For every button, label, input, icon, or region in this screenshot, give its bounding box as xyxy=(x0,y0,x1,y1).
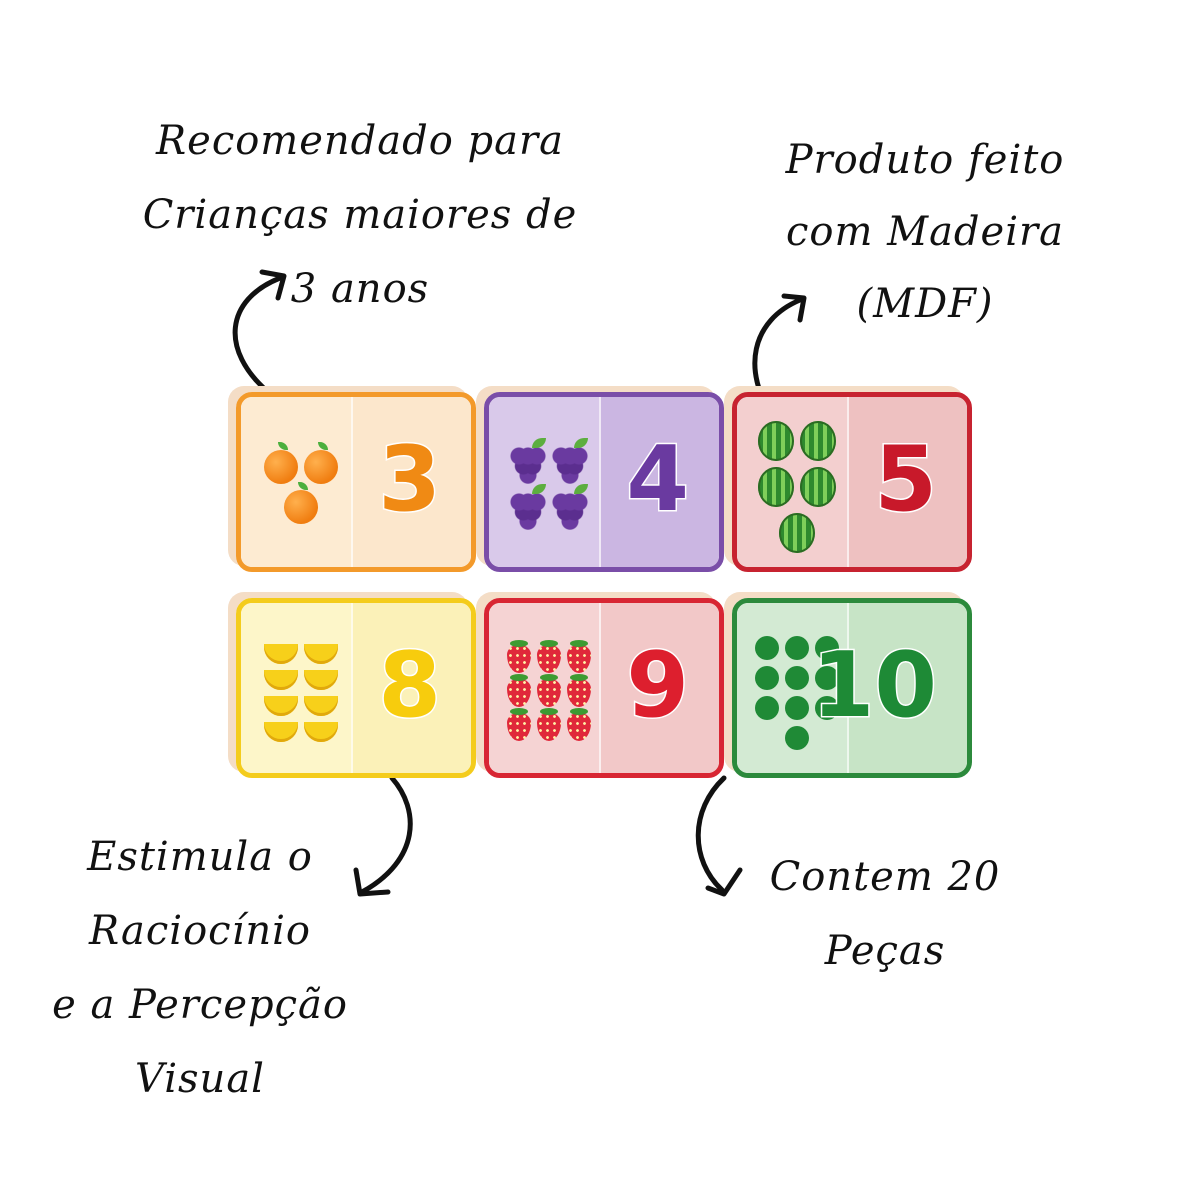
arrow-pieces xyxy=(695,775,727,893)
grapes-icon xyxy=(552,484,588,530)
card-number: 10 xyxy=(810,633,938,739)
fruit-group xyxy=(501,411,597,563)
card-number-half xyxy=(599,397,719,567)
card-number-half xyxy=(351,603,471,773)
puzzle-seam xyxy=(847,397,849,567)
reasoning-note: Estimula o Raciocínio e a Percepção Visu… xyxy=(10,820,390,1116)
lime-icon xyxy=(785,636,809,660)
arrowhead-reasoning xyxy=(353,867,391,897)
puzzle-seam xyxy=(847,603,849,773)
fruit-group xyxy=(253,617,349,769)
card-fruit-half xyxy=(489,397,599,567)
pieces-count-note: Contem 20 Peças xyxy=(730,840,1040,988)
puzzle-card-9: 9 xyxy=(484,598,724,778)
note-line: Produto feito xyxy=(785,137,1065,183)
banana-icon xyxy=(304,670,338,690)
lime-icon xyxy=(755,696,779,720)
lime-icon xyxy=(785,726,809,750)
note-line: Visual xyxy=(135,1056,265,1102)
banana-icon xyxy=(264,670,298,690)
arrow-reasoning xyxy=(359,775,413,895)
card-number: 8 xyxy=(377,633,443,739)
strawberry-icon xyxy=(567,708,591,741)
fruit-group xyxy=(749,411,845,563)
arrowhead-pieces xyxy=(705,867,743,897)
card-number: 5 xyxy=(873,427,939,533)
puzzle-card-8: 8 xyxy=(236,598,476,778)
note-line: Peças xyxy=(824,928,946,974)
arrowhead-age xyxy=(259,269,287,301)
puzzle-seam xyxy=(599,603,601,773)
card-fruit-half xyxy=(737,397,847,567)
age-recommendation-note: Recomendado para Crianças maiores de 3 a… xyxy=(120,104,600,326)
note-line: Crianças maiores de xyxy=(142,192,578,238)
puzzle-seam xyxy=(351,397,353,567)
grapes-icon xyxy=(510,438,546,484)
card-fruit-half xyxy=(241,397,351,567)
banana-icon xyxy=(304,722,338,742)
watermelon-icon xyxy=(758,467,794,507)
strawberry-icon xyxy=(537,708,561,741)
note-line: (MDF) xyxy=(856,281,994,327)
watermelon-icon xyxy=(758,421,794,461)
puzzle-card-3: 3 xyxy=(236,392,476,572)
orange-icon xyxy=(284,482,318,524)
orange-icon xyxy=(304,442,338,484)
puzzle-seam xyxy=(599,397,601,567)
puzzle-card-10: 10 xyxy=(732,598,972,778)
strawberry-icon xyxy=(537,640,561,673)
banana-icon xyxy=(304,644,338,664)
strawberry-icon xyxy=(567,674,591,707)
puzzle-card-5: 5 xyxy=(732,392,972,572)
material-note: Produto feito com Madeira (MDF) xyxy=(740,124,1110,340)
lime-icon xyxy=(755,636,779,660)
puzzle-card-4: 4 xyxy=(484,392,724,572)
strawberry-icon xyxy=(537,674,561,707)
grapes-icon xyxy=(510,484,546,530)
card-fruit-half xyxy=(737,603,847,773)
card-fruit-half xyxy=(241,603,351,773)
watermelon-icon xyxy=(800,421,836,461)
orange-icon xyxy=(264,442,298,484)
card-number: 3 xyxy=(377,427,443,533)
fruit-group xyxy=(501,617,597,769)
lime-icon xyxy=(815,696,839,720)
card-number: 9 xyxy=(625,633,691,739)
note-line: 3 anos xyxy=(290,266,430,312)
strawberry-icon xyxy=(507,708,531,741)
banana-icon xyxy=(264,644,298,664)
card-number: 4 xyxy=(625,427,691,533)
arrow-age xyxy=(232,275,283,395)
lime-icon xyxy=(815,666,839,690)
lime-icon xyxy=(815,636,839,660)
puzzle-seam xyxy=(351,603,353,773)
strawberry-icon xyxy=(507,640,531,673)
lime-icon xyxy=(785,666,809,690)
lime-icon xyxy=(755,666,779,690)
card-fruit-half xyxy=(489,603,599,773)
grapes-icon xyxy=(552,438,588,484)
banana-icon xyxy=(264,696,298,716)
card-number-half xyxy=(351,397,471,567)
note-line: Recomendado para xyxy=(156,118,564,164)
note-line: e a Percepção xyxy=(52,982,348,1028)
banana-icon xyxy=(264,722,298,742)
fruit-group xyxy=(253,411,349,563)
card-number-half xyxy=(847,603,967,773)
note-line: Estimula o xyxy=(87,834,313,880)
card-number-half xyxy=(599,603,719,773)
arrowhead-material xyxy=(781,293,807,323)
fruit-group xyxy=(749,617,845,769)
banana-icon xyxy=(304,696,338,716)
note-line: Raciocínio xyxy=(89,908,311,954)
note-line: Contem 20 xyxy=(769,854,1001,900)
watermelon-icon xyxy=(800,467,836,507)
strawberry-icon xyxy=(507,674,531,707)
lime-icon xyxy=(785,696,809,720)
card-number-half xyxy=(847,397,967,567)
strawberry-icon xyxy=(567,640,591,673)
watermelon-icon xyxy=(779,513,815,553)
note-line: com Madeira xyxy=(786,209,1064,255)
